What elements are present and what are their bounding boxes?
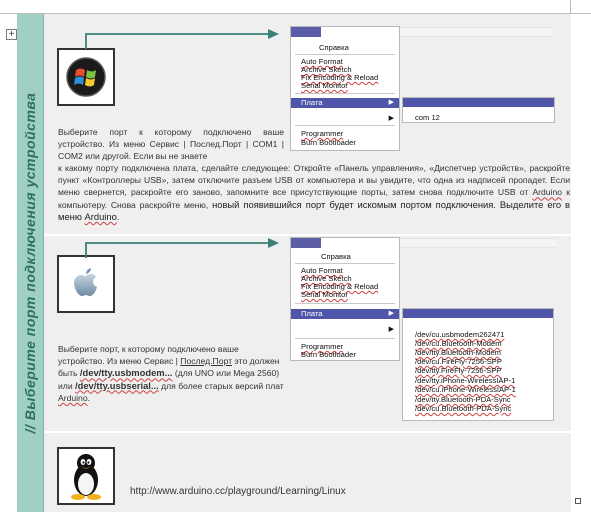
- tools-menu: Справка Auto Format Archive Sketch Fix E…: [290, 26, 400, 151]
- submenu-arrow-icon: ▶: [388, 99, 394, 106]
- section1-body-arduino: Arduino: [532, 187, 563, 198]
- menubar-strip: [400, 27, 553, 37]
- menu-separator: [295, 93, 395, 94]
- apple-logo: [57, 255, 115, 313]
- section2-text-part: Выберите порт, к которому подключено ваш…: [58, 344, 239, 367]
- submenu-item-port[interactable]: com 12: [415, 113, 440, 122]
- menu-separator: [295, 125, 395, 126]
- section2-text-link: Послед.Порт: [180, 356, 233, 367]
- menu-header: [291, 27, 321, 37]
- submenu-item-port[interactable]: /dev/tty.Bluetooth-PDA-Sync: [415, 395, 511, 404]
- menu-item-burn-bootloader[interactable]: Burn Bootloader: [301, 350, 356, 359]
- arrow-to-menu-2: [85, 238, 279, 258]
- menubar-strip: [400, 238, 557, 248]
- page-top-rule: [0, 13, 591, 14]
- menu-separator: [295, 54, 395, 55]
- menu-item-programmer[interactable]: Programmer: [301, 342, 344, 351]
- menu-item-board-label: Плата: [301, 98, 323, 107]
- divider: [44, 234, 571, 236]
- menu-separator: [295, 303, 395, 304]
- submenu-arrow-icon: ▶: [388, 310, 394, 317]
- sidebar-title: // Выберите порт подключения устройства: [22, 92, 38, 434]
- section1-last-end: .: [116, 210, 120, 222]
- page-top-tick: [570, 0, 571, 13]
- port-submenu: com 12: [402, 97, 555, 123]
- move-handle-icon[interactable]: +: [6, 29, 17, 40]
- section1-last-line: новый появившийся порт будет искомым пор…: [58, 199, 570, 222]
- submenu-item-port[interactable]: /dev/cu.usbmodem262471: [415, 330, 505, 339]
- menu-item-serial-monitor[interactable]: Serial Monitor: [301, 290, 348, 299]
- submenu-highlight: [403, 309, 553, 318]
- menu-item-fix-encoding[interactable]: Fix Encoding & Reload: [301, 282, 379, 291]
- submenu-arrow-icon: ▶: [388, 326, 394, 333]
- submenu-item-port[interactable]: /dev/cu.iPhone-WirelessIAP-1: [415, 385, 516, 394]
- section1-last-text: новый появившийся порт будет искомым пор…: [58, 198, 571, 222]
- section1-last-arduino: Arduino: [84, 210, 117, 222]
- menu-item-archive-sketch[interactable]: Archive Sketch: [301, 274, 352, 283]
- menu-item-burn-bootloader[interactable]: Burn Bootloader: [301, 138, 356, 147]
- section1-body-text: к какому порту подключена плата, сделайт…: [58, 162, 570, 223]
- menu-item-archive-sketch[interactable]: Archive Sketch: [301, 65, 352, 74]
- menu-separator: [295, 338, 395, 339]
- menu-item-board-label: Плата: [301, 309, 323, 318]
- linux-url[interactable]: http://www.arduino.cc/playground/Learnin…: [130, 486, 346, 497]
- menu-item-serial-monitor[interactable]: Serial Monitor: [301, 81, 348, 90]
- section1-body-part: к компьютеру. Снова раскройте меню,: [58, 187, 570, 210]
- menu-item-auto-format[interactable]: Auto Format: [301, 57, 343, 66]
- section2-text-part: это должен быть: [58, 356, 280, 379]
- submenu-item-port[interactable]: /dev/cu.Bluetooth-PDA-Sync: [415, 404, 512, 413]
- menu-separator: [295, 263, 395, 264]
- submenu-arrow-icon: ▶: [388, 115, 394, 122]
- menu-header: [291, 238, 321, 248]
- section1-body-part: к какому порту подключена плата, сделайт…: [58, 163, 570, 198]
- menu-item-help[interactable]: Справка: [319, 43, 349, 52]
- windows-logo: [57, 48, 115, 106]
- submenu-item-port[interactable]: /dev/cu.FireFly-7256-SPP: [415, 357, 502, 366]
- menu-item-help[interactable]: Справка: [321, 252, 351, 261]
- divider: [44, 431, 571, 433]
- resize-handle-icon[interactable]: [575, 498, 581, 504]
- linux-tux-logo: [57, 447, 115, 505]
- menu-item-programmer[interactable]: Programmer: [301, 129, 344, 138]
- submenu-highlight: [403, 98, 554, 107]
- menu-item-auto-format[interactable]: Auto Format: [301, 266, 343, 275]
- submenu-item-port[interactable]: /dev/tty.Bluetooth-Modem: [415, 348, 501, 357]
- tools-menu: Справка Auto Format Archive Sketch Fix E…: [290, 237, 400, 361]
- submenu-item-port[interactable]: /dev/cu.Bluetooth-Modem: [415, 339, 502, 348]
- section2-body-text: Выберите порт, к которому подключено ваш…: [58, 343, 284, 404]
- menu-item-fix-encoding[interactable]: Fix Encoding & Reload: [301, 73, 379, 82]
- section2-text-bold: /dev/tty.usbserial...: [75, 379, 159, 391]
- arrow-to-menu-1: [85, 29, 279, 49]
- menu-item-board[interactable]: Плата ▶: [291, 98, 399, 108]
- submenu-item-port[interactable]: /dev/tty.iPhone-WirelessIAP-1: [415, 376, 516, 385]
- port-submenu: /dev/cu.usbmodem262471 /dev/cu.Bluetooth…: [402, 308, 554, 421]
- menu-item-board[interactable]: Плата ▶: [291, 309, 399, 319]
- section2-text-arduino: Arduino: [58, 392, 88, 403]
- sidebar: // Выберите порт подключения устройства: [17, 14, 44, 512]
- section2-text-part: (для UNO или Mega 2560) или: [58, 368, 280, 391]
- submenu-item-port[interactable]: /dev/tty.FireFly-7256-SPP: [415, 366, 502, 375]
- section2-text-part: для более старых версий плат: [158, 380, 284, 391]
- section2-text-end: .: [87, 392, 91, 403]
- section2-text-bold: /dev/tty.usbmodem...: [79, 367, 173, 379]
- section1-intro-text: Выберите порт к которому подключено ваше…: [58, 127, 284, 162]
- panel-linux: [44, 433, 571, 512]
